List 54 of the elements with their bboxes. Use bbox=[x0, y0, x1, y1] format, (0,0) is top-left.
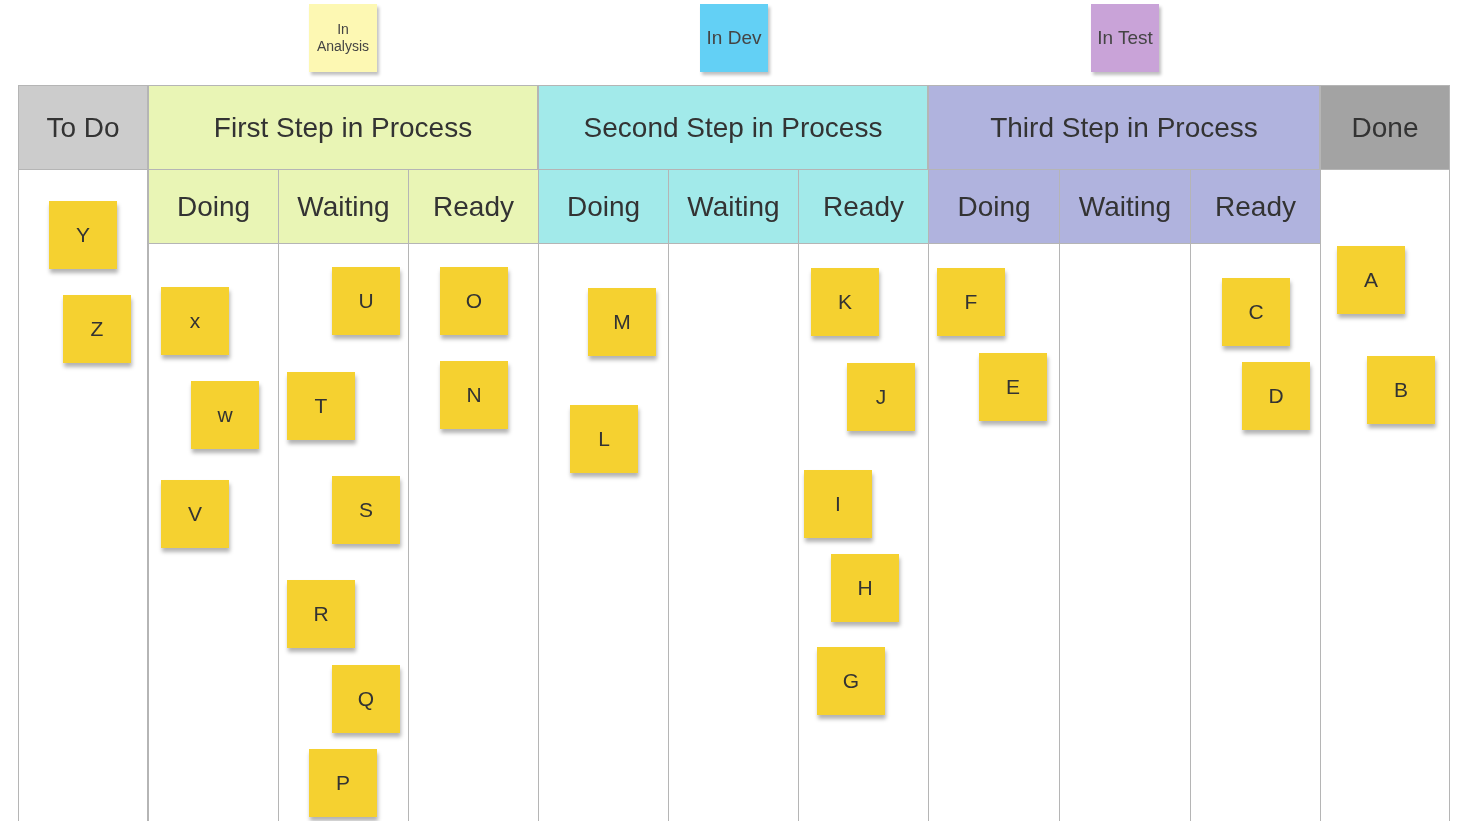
sticky-note: D bbox=[1242, 362, 1310, 430]
sticky-note: C bbox=[1222, 278, 1290, 346]
board-column bbox=[18, 85, 148, 821]
sticky-note: K bbox=[811, 268, 879, 336]
sticky-note: E bbox=[979, 353, 1047, 421]
board-sub-column bbox=[798, 170, 928, 821]
sub-column-header: Doing bbox=[539, 170, 668, 244]
column-header: Third Step in Process bbox=[929, 86, 1319, 170]
board-column bbox=[538, 85, 928, 821]
sub-column-header: Waiting bbox=[669, 170, 798, 244]
sub-column-header: Ready bbox=[1191, 170, 1320, 244]
sticky-note: Z bbox=[63, 295, 131, 363]
sub-column-header: Ready bbox=[799, 170, 928, 244]
sticky-note: In Dev bbox=[700, 4, 768, 72]
sub-column-header: Ready bbox=[409, 170, 538, 244]
sticky-note: Q bbox=[332, 665, 400, 733]
column-header: To Do bbox=[19, 86, 147, 170]
sticky-note: U bbox=[332, 267, 400, 335]
sticky-note: T bbox=[287, 372, 355, 440]
sticky-note: H bbox=[831, 554, 899, 622]
sticky-note: A bbox=[1337, 246, 1405, 314]
sticky-note: J bbox=[847, 363, 915, 431]
sticky-note: O bbox=[440, 267, 508, 335]
sticky-note: x bbox=[161, 287, 229, 355]
sticky-note: w bbox=[191, 381, 259, 449]
sticky-note: M bbox=[588, 288, 656, 356]
board-sub-column bbox=[1190, 170, 1320, 821]
sticky-note: L bbox=[570, 405, 638, 473]
sub-column-header: Doing bbox=[149, 170, 278, 244]
sticky-note: B bbox=[1367, 356, 1435, 424]
sticky-note: I bbox=[804, 470, 872, 538]
sticky-note: In Analysis bbox=[309, 4, 377, 72]
sticky-note: F bbox=[937, 268, 1005, 336]
column-header: Second Step in Process bbox=[539, 86, 927, 170]
board-column bbox=[148, 85, 538, 821]
board-column bbox=[928, 85, 1320, 821]
sticky-note: V bbox=[161, 480, 229, 548]
sticky-note: N bbox=[440, 361, 508, 429]
sub-column-header: Doing bbox=[929, 170, 1059, 244]
column-header: Done bbox=[1321, 86, 1449, 170]
sticky-note: Y bbox=[49, 201, 117, 269]
sticky-note: S bbox=[332, 476, 400, 544]
board-sub-column bbox=[1059, 170, 1190, 821]
column-header: First Step in Process bbox=[149, 86, 537, 170]
board-sub-column bbox=[278, 170, 408, 821]
board-sub-column bbox=[408, 170, 538, 821]
board-sub-column bbox=[668, 170, 798, 821]
sticky-note: In Test bbox=[1091, 4, 1159, 72]
sticky-note: P bbox=[309, 749, 377, 817]
sub-column-header: Waiting bbox=[279, 170, 408, 244]
sub-column-header: Waiting bbox=[1060, 170, 1190, 244]
sticky-note: R bbox=[287, 580, 355, 648]
board-column bbox=[1320, 85, 1450, 821]
sticky-note: G bbox=[817, 647, 885, 715]
